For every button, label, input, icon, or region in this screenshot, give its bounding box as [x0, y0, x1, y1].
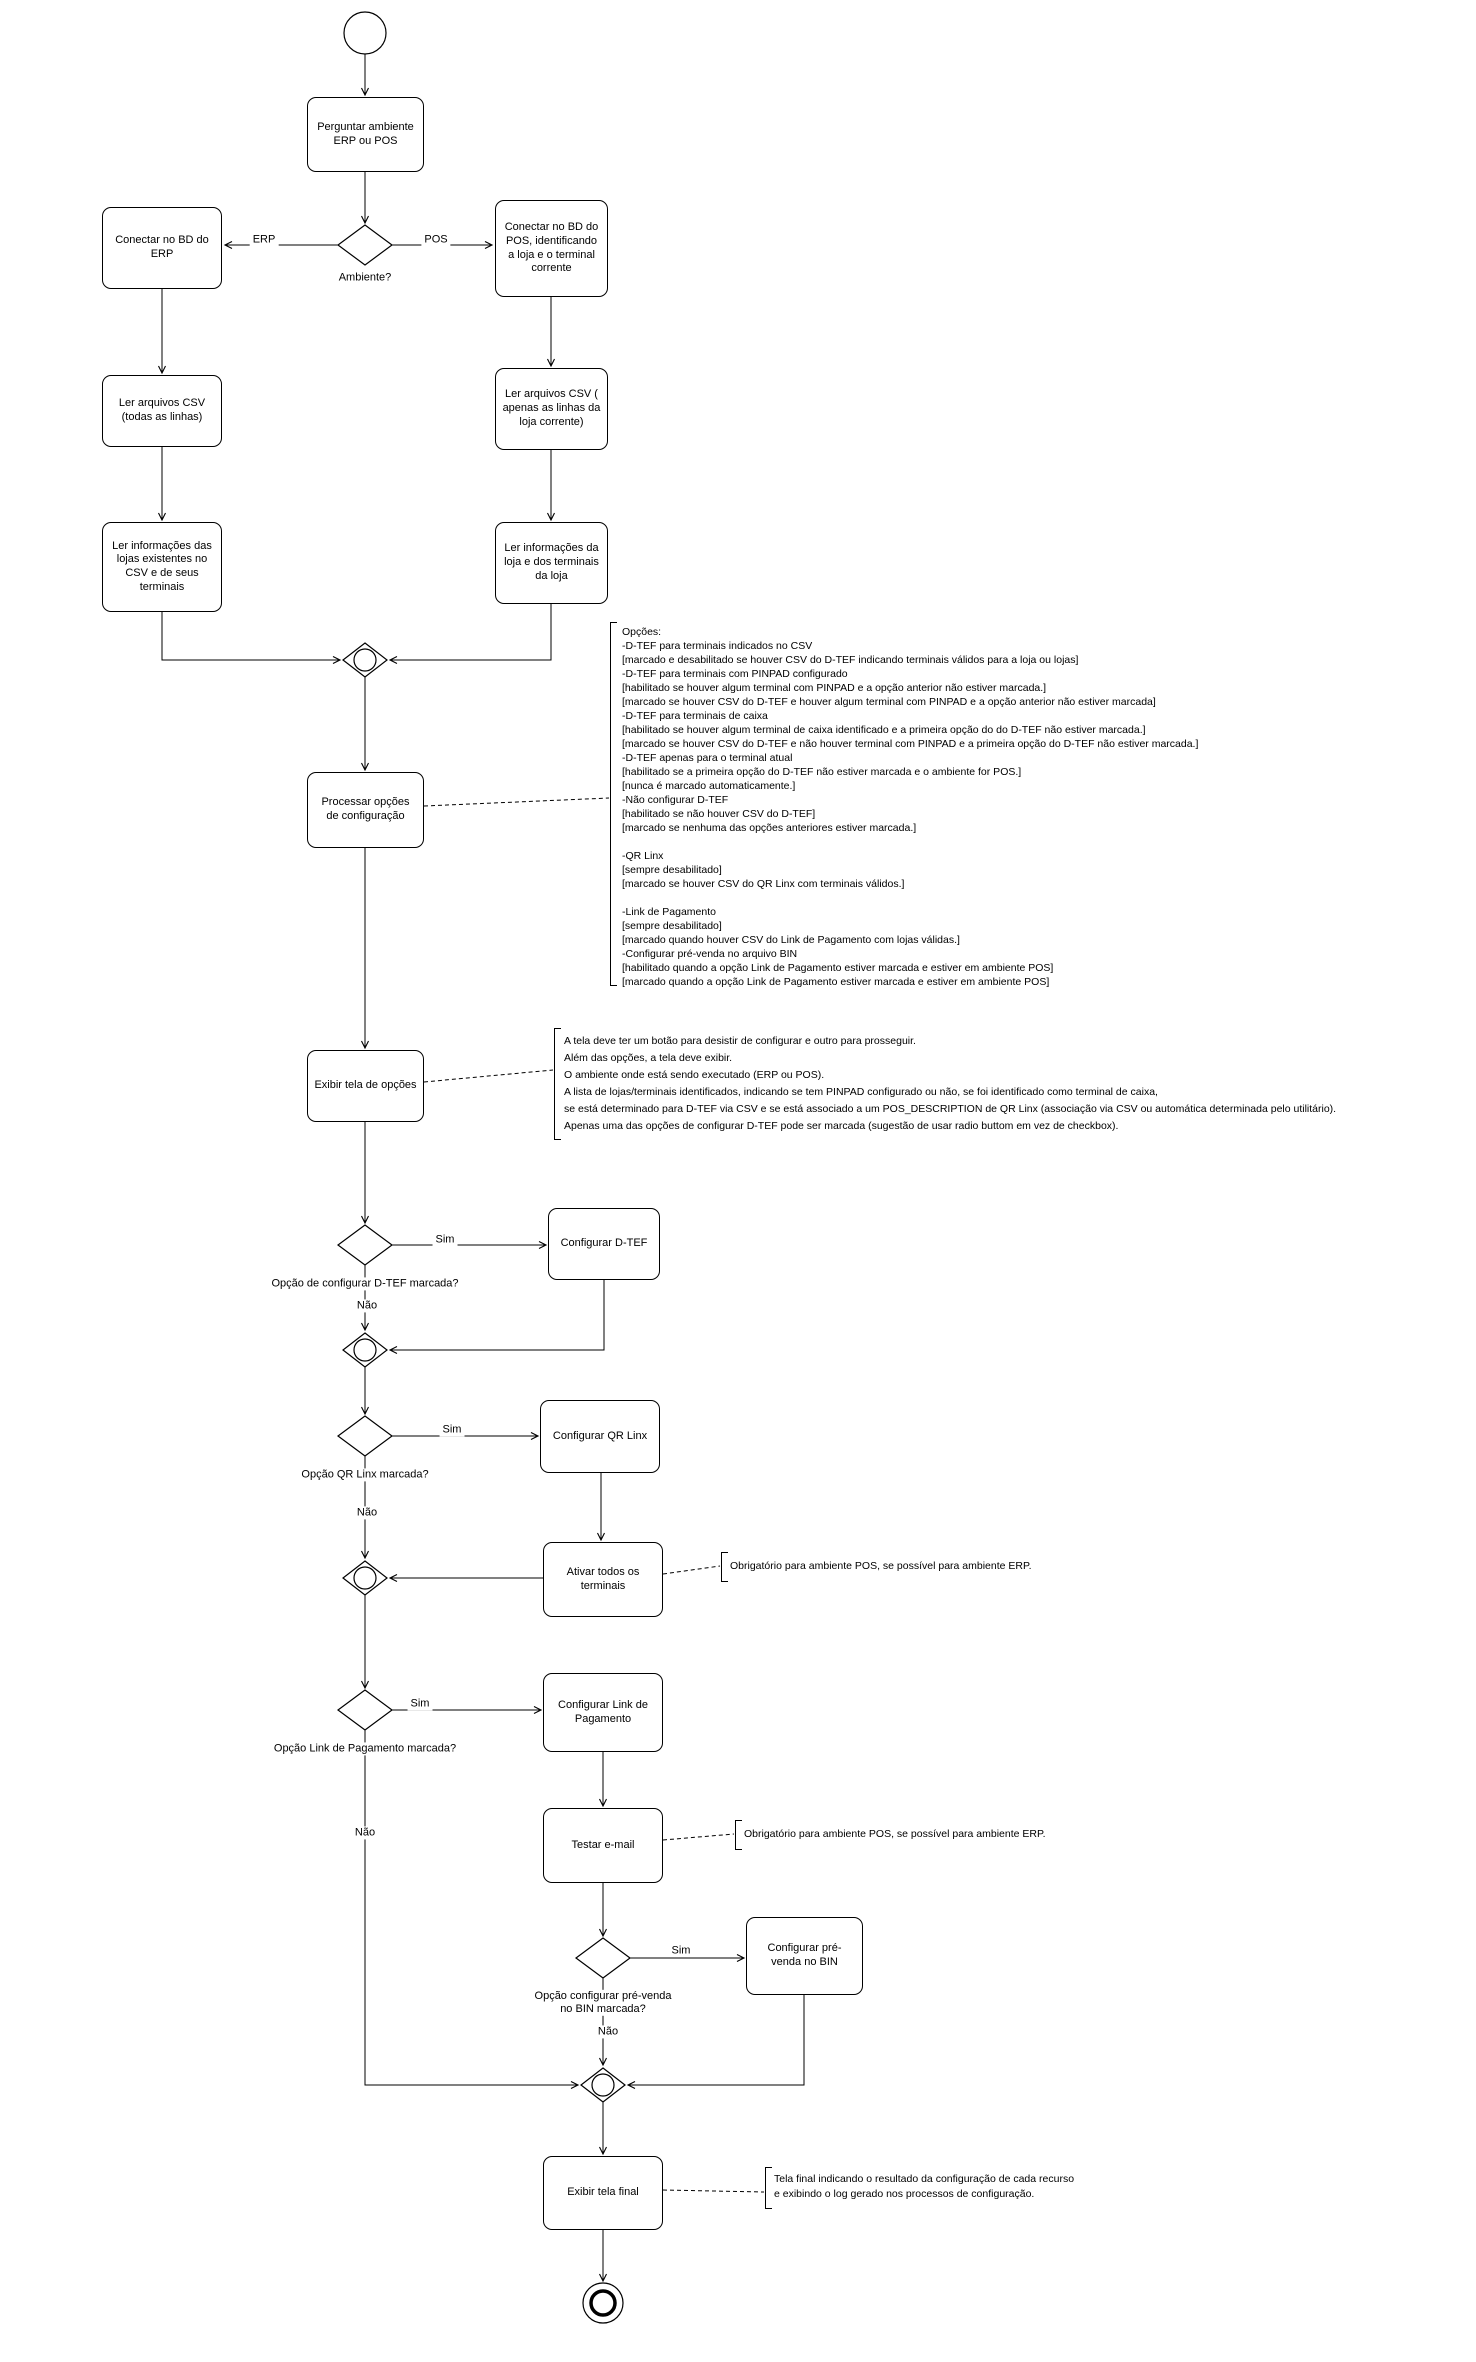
edge-label-nao-dtef: Não: [353, 1299, 381, 1313]
node-read-csv-store: Ler arquivos CSV ( apenas as linhas da l…: [495, 368, 608, 450]
label-link-question: Opção Link de Pagamento marcada?: [270, 1742, 460, 1756]
edge-label-sim-prevenda: Sim: [668, 1944, 694, 1958]
label-ambiente-question: Ambiente?: [335, 271, 395, 285]
note-bracket-tela-opcoes: [554, 1028, 561, 1140]
edge-label-sim-link: Sim: [407, 1697, 433, 1711]
label-qrlinx-question: Opção QR Linx marcada?: [298, 1468, 432, 1482]
edge-label-nao-link: Não: [351, 1826, 379, 1840]
node-read-info-store: Ler informações da loja e dos terminais …: [495, 522, 608, 604]
node-config-dtef: Configurar D-TEF: [548, 1208, 660, 1280]
edge-label-nao-qrlinx: Não: [353, 1506, 381, 1520]
merge-node-1: [342, 642, 388, 678]
edge-label-pos: POS: [421, 233, 451, 247]
note-obrigatorio-2: Obrigatório para ambiente POS, se possív…: [744, 1828, 1046, 1840]
note-obrigatorio-1: Obrigatório para ambiente POS, se possív…: [730, 1560, 1032, 1572]
start-node: [343, 11, 387, 55]
edge-label-nao-prevenda: Não: [594, 2025, 622, 2039]
dashed-process-to-note: [423, 797, 610, 807]
node-ask-environment: Perguntar ambiente ERP ou POS: [307, 97, 424, 172]
node-read-info-stores: Ler informações das lojas existentes no …: [102, 522, 222, 612]
merge-node-4: [580, 2067, 626, 2103]
note-opcoes: Opções: -D-TEF para terminais indicados …: [622, 626, 1199, 988]
edge-label-sim-dtef: Sim: [432, 1233, 458, 1247]
end-node: [582, 2282, 624, 2324]
label-prevenda-question: Opção configurar pré-venda no BIN marcad…: [531, 1989, 675, 2017]
node-show-final: Exibir tela final: [543, 2156, 663, 2230]
dashed-activate-to-note: [662, 1565, 721, 1575]
node-test-email: Testar e-mail: [543, 1808, 663, 1883]
note-bracket-obrigatorio-2: [735, 1820, 742, 1850]
merge-node-3: [342, 1560, 388, 1596]
note-bracket-obrigatorio-1: [721, 1552, 728, 1582]
edge-configdtef-to-merge2: [388, 1280, 605, 1354]
dashed-email-to-note: [662, 1833, 735, 1841]
edge-label-erp: ERP: [249, 233, 279, 247]
decision-prevenda-diamond: [574, 1937, 632, 1979]
edge-label-sim-qrlinx: Sim: [439, 1423, 465, 1437]
dashed-show-to-note: [423, 1069, 554, 1083]
edge-configprevenda-to-merge4: [626, 1995, 805, 2089]
edge-info-right-to-merge1: [388, 604, 552, 664]
node-show-options: Exibir tela de opções: [307, 1050, 424, 1122]
decision-link-diamond: [336, 1689, 394, 1731]
note-tela-final: Tela final indicando o resultado da conf…: [774, 2173, 1075, 2200]
dashed-final-to-note: [662, 2189, 765, 2193]
node-config-prevenda: Configurar pré-venda no BIN: [746, 1917, 863, 1995]
merge-node-2: [342, 1332, 388, 1368]
edge-link-nao-to-merge4: [364, 1730, 580, 2089]
label-dtef-question: Opção de configurar D-TEF marcada?: [268, 1277, 462, 1291]
node-connect-erp: Conectar no BD do ERP: [102, 207, 222, 289]
node-activate-terminals: Ativar todos os terminais: [543, 1542, 663, 1617]
decision-ambiente-diamond: [336, 224, 394, 266]
node-config-qrlinx: Configurar QR Linx: [540, 1400, 660, 1473]
note-bracket-tela-final: [765, 2167, 772, 2209]
node-process-options: Processar opções de configuração: [307, 772, 424, 848]
note-bracket-opcoes: [610, 622, 617, 986]
note-tela-opcoes: A tela deve ter um botão para desistir d…: [564, 1035, 1337, 1132]
node-read-csv-all: Ler arquivos CSV (todas as linhas): [102, 375, 222, 447]
decision-qrlinx-diamond: [336, 1415, 394, 1457]
node-connect-pos: Conectar no BD do POS, identificando a l…: [495, 200, 608, 297]
node-config-link: Configurar Link de Pagamento: [543, 1673, 663, 1752]
decision-dtef-diamond: [336, 1224, 394, 1266]
edge-info-left-to-merge1: [161, 612, 342, 664]
